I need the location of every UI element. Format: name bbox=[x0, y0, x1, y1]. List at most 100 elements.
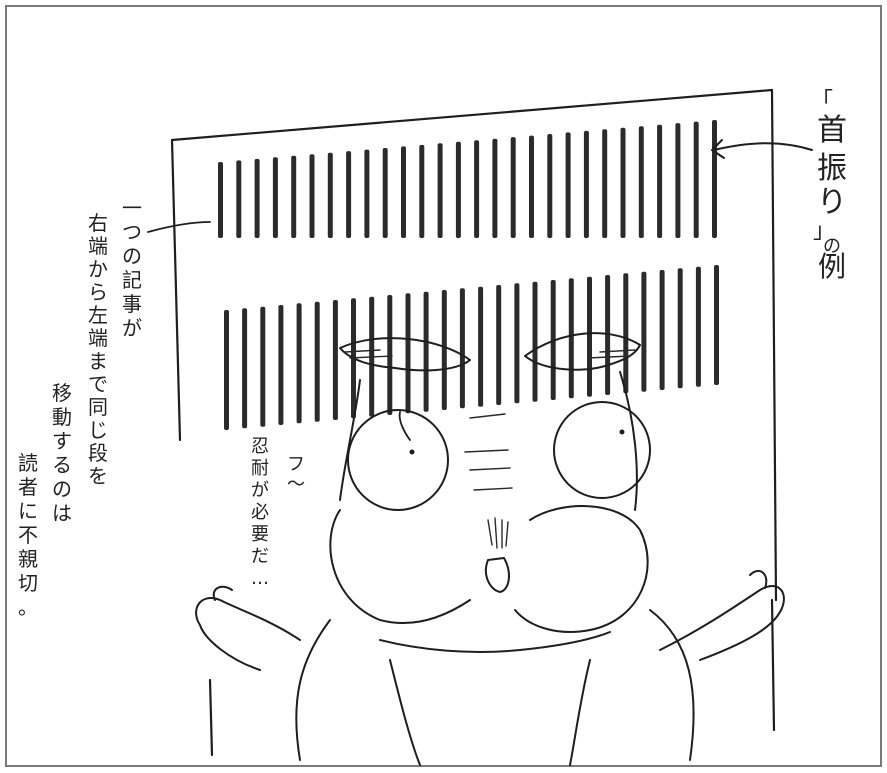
article-column-bar bbox=[532, 281, 538, 402]
article-column-bar bbox=[712, 120, 717, 238]
annotation-char: る bbox=[52, 453, 72, 477]
article-column-bar bbox=[296, 303, 302, 424]
annotation-char: 右 bbox=[88, 211, 108, 235]
callout-right-char: 」 bbox=[813, 219, 835, 244]
annotation-char: か bbox=[88, 257, 108, 281]
speech-char: 必 bbox=[251, 502, 269, 523]
article-column-bar bbox=[382, 148, 388, 238]
article-column-bar bbox=[332, 300, 338, 420]
article-column-bar bbox=[364, 149, 370, 238]
annotation-char: ら bbox=[88, 280, 108, 304]
article-columns-lower bbox=[224, 265, 719, 430]
article-columns-upper bbox=[218, 120, 717, 238]
annotation-char: の bbox=[122, 244, 142, 268]
callout-right-char: 首 bbox=[817, 113, 847, 148]
article-column-bar bbox=[547, 134, 553, 238]
annotation-char: 動 bbox=[52, 405, 72, 429]
callout-right-char: 振 bbox=[817, 151, 847, 186]
annotation-char: つ bbox=[122, 220, 142, 244]
annotation-char: 移 bbox=[52, 381, 72, 405]
article-column-bar bbox=[510, 137, 516, 238]
article-column-bar bbox=[602, 129, 608, 238]
annotation-char: が bbox=[122, 316, 142, 340]
article-column-bar bbox=[401, 146, 406, 238]
speech-char: … bbox=[251, 568, 269, 589]
article-column-bar bbox=[346, 151, 352, 238]
article-column-bar bbox=[254, 158, 260, 238]
annotation-char: じ bbox=[88, 418, 108, 442]
article-column-bar bbox=[474, 140, 480, 238]
article-column-bar bbox=[278, 305, 284, 425]
article-column-bar bbox=[441, 290, 447, 410]
speech-char: 耐 bbox=[251, 458, 269, 479]
article-column-bar bbox=[657, 124, 663, 238]
article-column-bar bbox=[529, 135, 534, 238]
article-column-bar bbox=[677, 268, 683, 389]
speech-char: 要 bbox=[251, 524, 269, 545]
callout-right-char: 「 bbox=[811, 89, 833, 114]
annotation-char: 端 bbox=[88, 326, 108, 350]
speech-char: 忍 bbox=[251, 436, 269, 457]
article-column-bar bbox=[423, 291, 429, 412]
speech-char: 〜 bbox=[287, 474, 305, 495]
annotation-leader-line bbox=[147, 221, 211, 233]
annotation-char: は bbox=[52, 501, 72, 525]
article-column-bar bbox=[675, 123, 681, 238]
annotation-char: 事 bbox=[122, 292, 142, 316]
annotation-char: 読 bbox=[18, 451, 38, 475]
annotation-char: で bbox=[88, 372, 108, 396]
article-column-bar bbox=[242, 308, 248, 429]
article-column-bar bbox=[272, 157, 278, 238]
article-column-bar bbox=[638, 126, 644, 238]
article-column-bar bbox=[309, 154, 315, 238]
article-column-bar bbox=[693, 121, 699, 238]
article-column-bar bbox=[260, 306, 266, 427]
article-column-bar bbox=[291, 155, 297, 238]
article-column-bar bbox=[623, 273, 629, 394]
article-column-bar bbox=[714, 265, 719, 385]
annotation-char: の bbox=[52, 477, 72, 501]
article-column-bar bbox=[641, 271, 647, 392]
callout-right-char: 例 bbox=[818, 250, 846, 283]
speech-char: フ bbox=[287, 454, 305, 475]
article-column-bar bbox=[492, 138, 498, 238]
callout-right-char: の bbox=[823, 236, 841, 257]
panel-border bbox=[5, 5, 882, 767]
article-column-bar bbox=[327, 152, 333, 238]
annotation-char: ま bbox=[88, 349, 108, 373]
annotation-char: を bbox=[88, 464, 108, 488]
annotation-char: 不 bbox=[18, 523, 38, 547]
article-column-bar bbox=[419, 144, 425, 238]
speech-char: が bbox=[251, 480, 269, 501]
annotation-char: 段 bbox=[88, 441, 108, 465]
article-column-bar bbox=[437, 143, 443, 238]
annotation-char: に bbox=[18, 499, 38, 523]
newspaper-sheet bbox=[170, 88, 778, 757]
callout-right-char: り bbox=[817, 185, 847, 220]
article-column-bar bbox=[659, 270, 665, 390]
article-column-bar bbox=[587, 276, 592, 397]
character-illustration bbox=[195, 332, 785, 766]
annotation-char: す bbox=[52, 429, 72, 453]
annotation-char: 左 bbox=[88, 303, 108, 327]
annotation-char: 同 bbox=[88, 395, 108, 419]
article-column-bar bbox=[455, 141, 461, 238]
character-speech: フ〜忍耐が必要だ… bbox=[251, 436, 305, 589]
article-column-bar bbox=[224, 310, 229, 430]
article-column-bar bbox=[565, 132, 571, 238]
article-column-bar bbox=[218, 162, 223, 238]
article-column-bar bbox=[583, 130, 589, 238]
article-column-bar bbox=[405, 293, 411, 414]
article-column-bar bbox=[620, 127, 626, 238]
article-column-bar bbox=[695, 266, 701, 387]
article-column-bar bbox=[387, 295, 393, 415]
annotation-char: 。 bbox=[18, 595, 38, 619]
article-column-bar bbox=[459, 288, 465, 409]
annotation-char: 端 bbox=[88, 234, 108, 258]
callout-kubifuri-example: 「首振り」の例 bbox=[811, 89, 847, 283]
article-column-bar bbox=[568, 278, 574, 399]
annotation-char: 記 bbox=[122, 268, 142, 292]
annotation-char: 者 bbox=[18, 475, 38, 499]
